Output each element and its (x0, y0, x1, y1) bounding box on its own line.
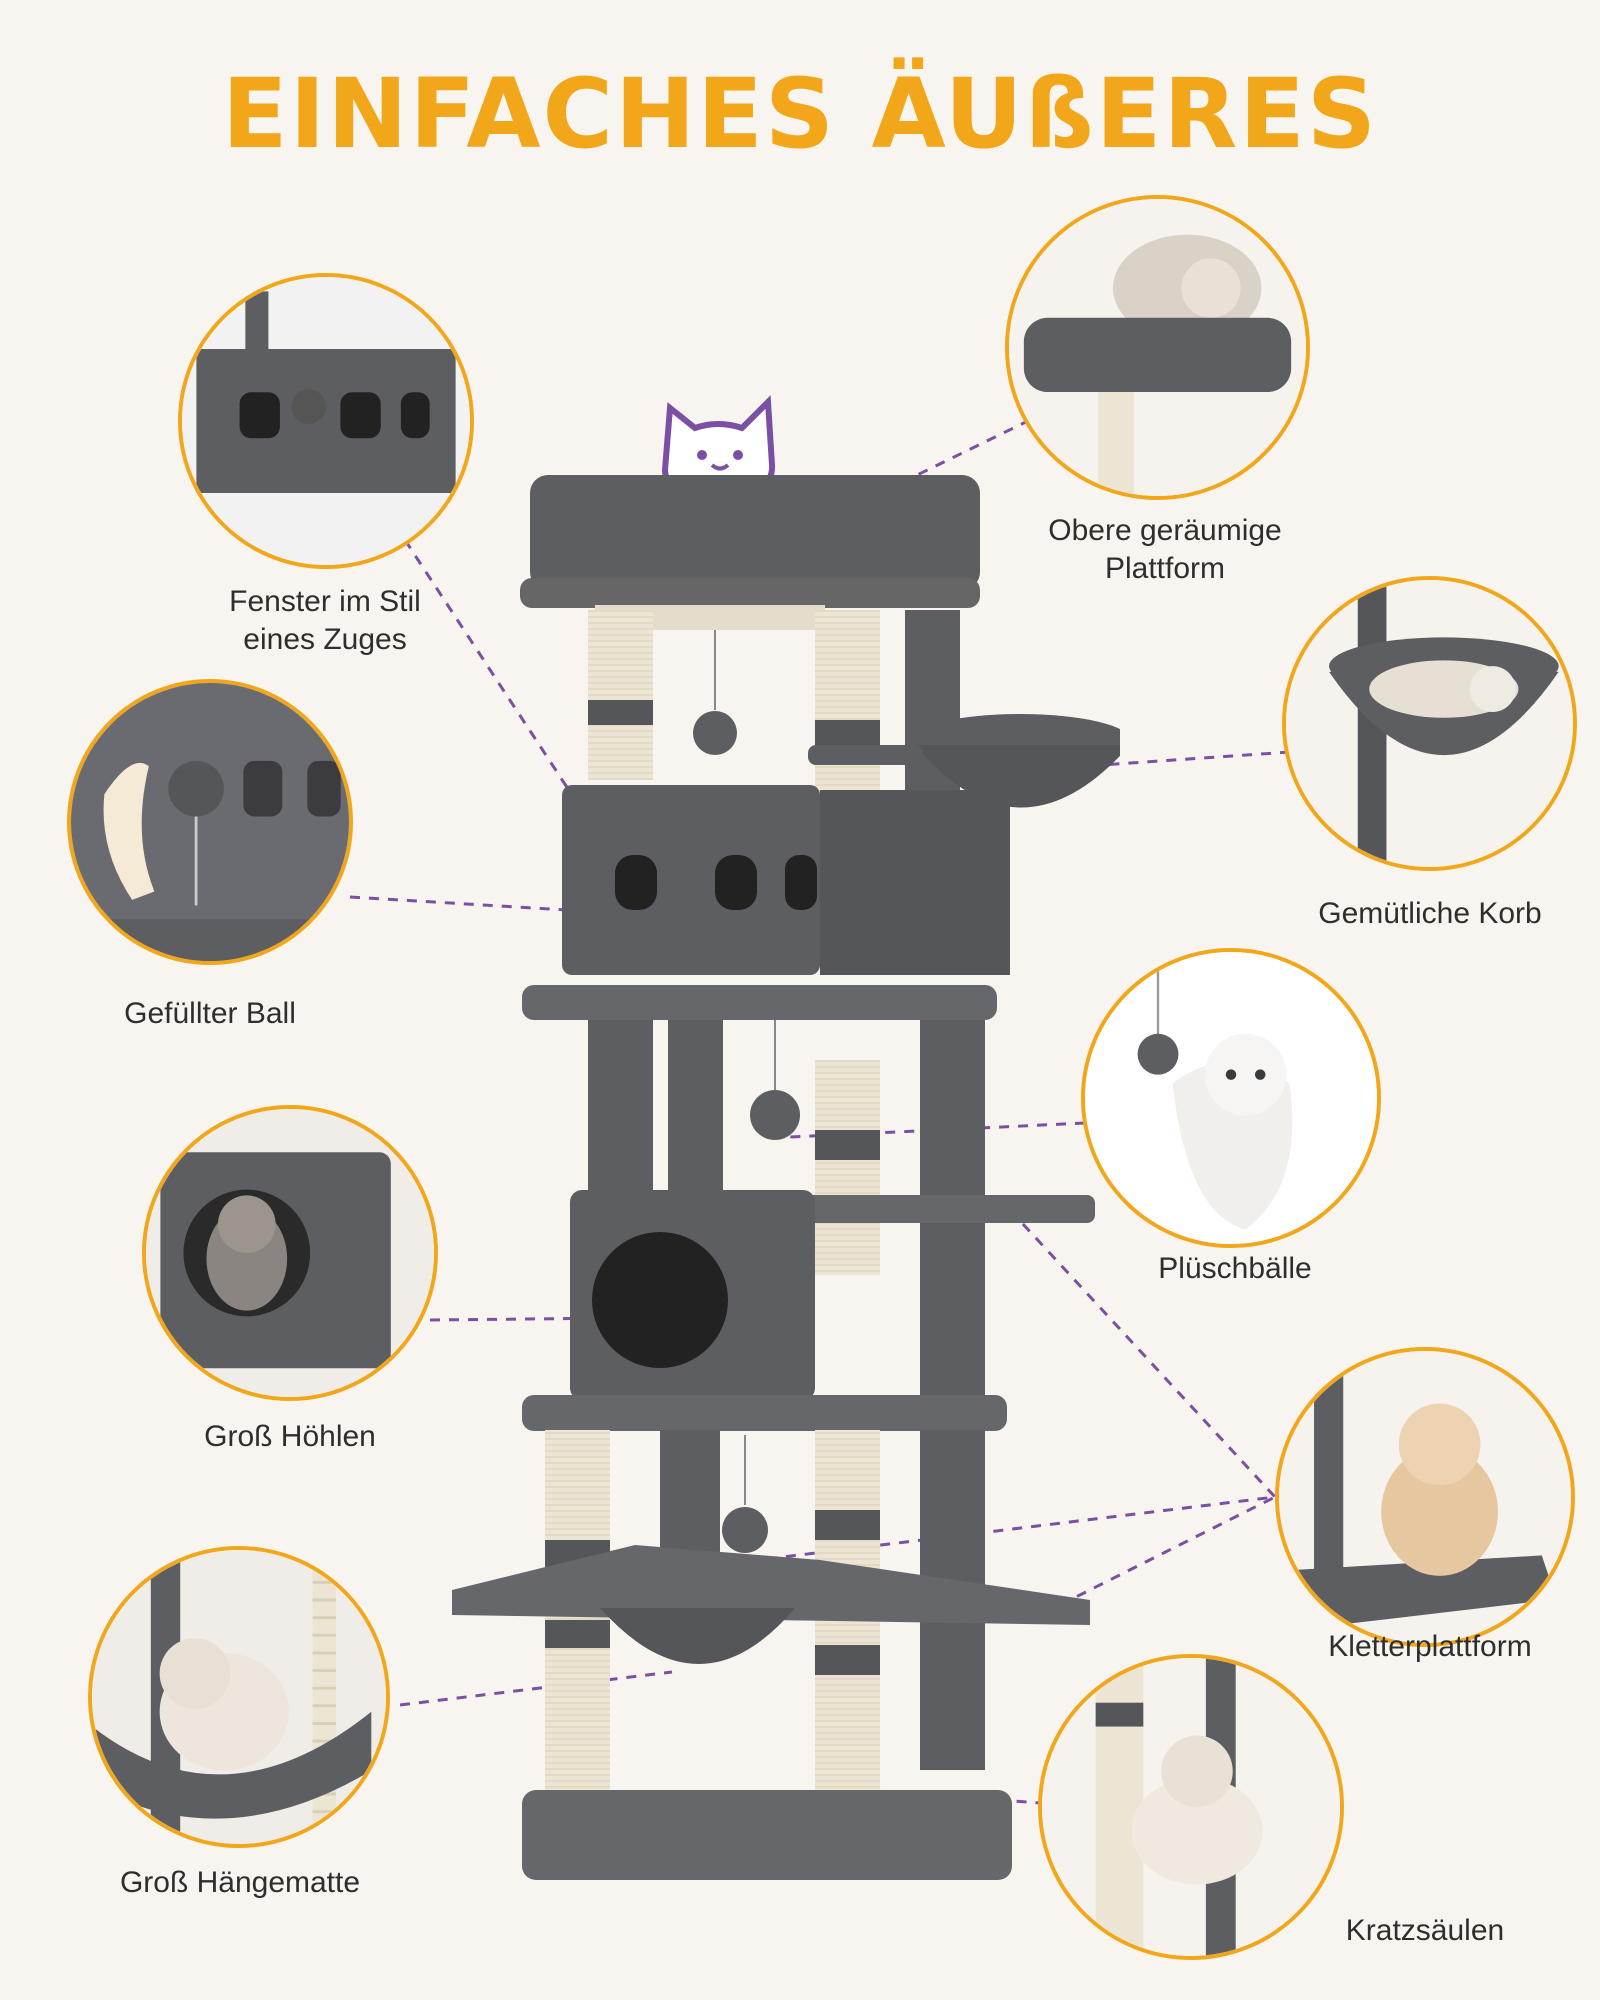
scratching-post-photo (1038, 1654, 1344, 1960)
plush-balls-label: Plüschbälle (1158, 1252, 1312, 1285)
climbing-platform-photo (1275, 1347, 1575, 1647)
cat-tree-illustration (452, 395, 1120, 1880)
train-window-photo (178, 273, 474, 569)
basket-label: Gemütliche Korb (1318, 897, 1542, 930)
cave-photo (142, 1105, 438, 1401)
filled-ball-label: Gefüllter Ball (124, 997, 296, 1030)
hammock-photo (88, 1546, 390, 1848)
top-platform-photo (1005, 195, 1310, 500)
train-window-label: Fenster im Stil eines Zuges (229, 585, 421, 656)
hammock-label: Groß Hängematte (119, 1866, 361, 1899)
top-platform-label: Obere geräumige Plattform (1048, 514, 1282, 585)
page-title: EINFACHES ÄUßERES (222, 58, 1378, 170)
scratching-posts-label: Kratzsäulen (1345, 1914, 1505, 1947)
filled-ball-photo (67, 679, 353, 965)
plush-ball-photo (1081, 948, 1381, 1248)
climbing-platform-label: Kletterplattform (1328, 1630, 1532, 1663)
cave-label: Groß Höhlen (204, 1420, 376, 1453)
basket-photo (1282, 576, 1577, 871)
